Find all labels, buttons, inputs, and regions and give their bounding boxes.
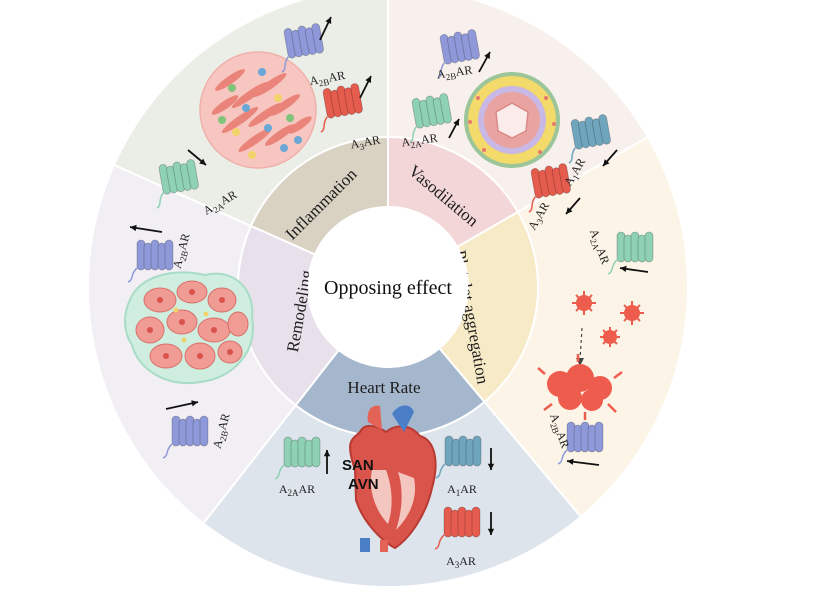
heart-rate-label: Heart Rate (347, 378, 420, 397)
a2a-receptor-label: A2AAR (279, 482, 315, 498)
san-label: SAN (342, 457, 374, 474)
platelet-aggregate (537, 354, 623, 420)
platelet-panel (537, 291, 644, 420)
remodeling-panel (124, 271, 254, 385)
aggregation-arrow (579, 327, 583, 361)
a3-receptor-label: A3AR (446, 554, 476, 570)
arrow-group (129, 16, 649, 535)
a2b-receptor-label: A2BAR (308, 68, 346, 90)
inflammation-panel (199, 51, 317, 169)
a2a-receptor-icon (156, 159, 199, 209)
heart-illustration (349, 405, 437, 552)
a1-receptor-label: A1AR (447, 482, 477, 498)
a2a-receptor-icon (607, 231, 654, 275)
a2a-receptor-label: A2AAR (585, 227, 612, 267)
a3-receptor-label: A3AR (349, 133, 381, 154)
platelet-icon (620, 301, 644, 325)
a2b-receptor-icon (281, 23, 324, 73)
center-circle (308, 207, 468, 367)
a2a-receptor-icon (274, 436, 321, 480)
platelet-inner-segment (438, 210, 539, 404)
a2a-receptor-label: A2AAR (400, 131, 438, 152)
center-title: Opposing effect (324, 277, 452, 299)
a2b-receptor-icon (437, 29, 480, 79)
a3-receptor-icon (528, 163, 571, 213)
vasodilation-panel (464, 72, 560, 168)
heart-inner-segment (294, 346, 486, 438)
a2b-receptor-label: A2BAR (170, 232, 195, 271)
a3-receptor-icon (434, 506, 481, 550)
immune-cells (218, 68, 302, 159)
a2b-receptor-icon (162, 415, 209, 459)
a2b-receptor-icon (557, 421, 604, 465)
avn-label: AVN (348, 476, 379, 493)
a2a-receptor-icon (409, 93, 452, 143)
a2b-receptor-label: A2BAR (436, 63, 474, 84)
a3-receptor-icon (320, 83, 363, 133)
receptor-group (127, 23, 654, 550)
a1-receptor-icon (435, 435, 482, 479)
a1-receptor-icon (568, 114, 611, 164)
a2b-receptor-label: A2BAR (210, 412, 235, 451)
a2b-receptor-icon (127, 239, 174, 283)
platelet-icon (572, 291, 596, 315)
platelet-icon (600, 327, 620, 347)
tissue-fibers (211, 69, 312, 152)
